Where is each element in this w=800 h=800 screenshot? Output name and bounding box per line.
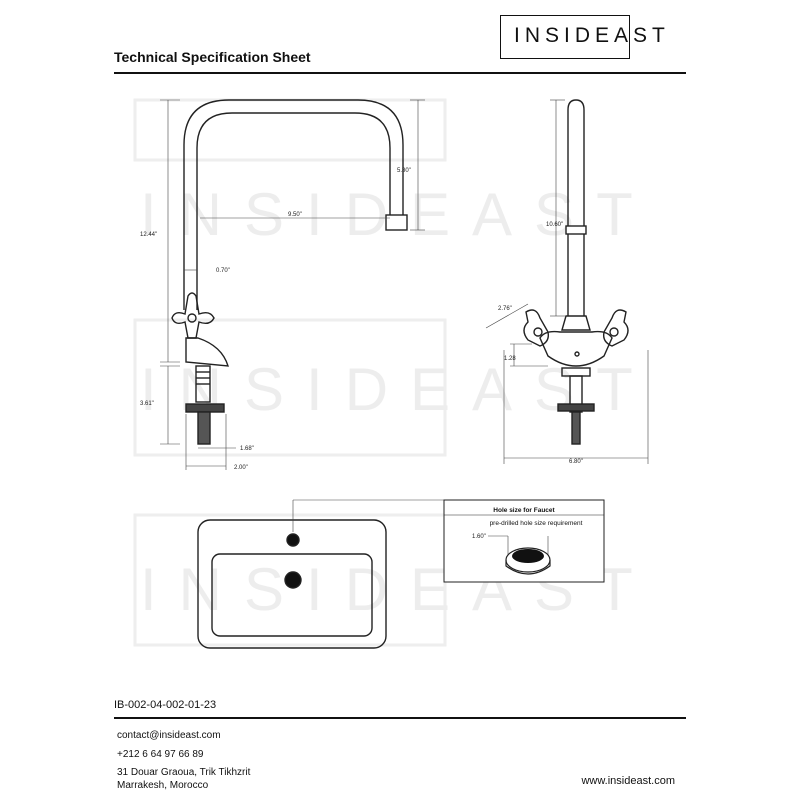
side-dimension-labels: 10.60" 2.76" 1.28 6.80" bbox=[498, 222, 583, 465]
side-dimensions bbox=[485, 99, 649, 464]
dim-label-neck-diameter: 0.70" bbox=[216, 268, 230, 274]
side-left-handle bbox=[523, 309, 550, 347]
side-supply bbox=[571, 411, 581, 445]
side-right-handle bbox=[602, 309, 629, 347]
side-left-handle-cap bbox=[533, 327, 543, 337]
spout-inner-outline bbox=[196, 112, 391, 310]
drain-hole bbox=[284, 571, 302, 589]
dim-label-handle-length: 2.76" bbox=[498, 306, 512, 312]
page-title: Technical Specification Sheet bbox=[114, 49, 311, 65]
mounting-nut bbox=[185, 403, 225, 413]
side-body bbox=[539, 330, 613, 367]
dim-label-shank-diameter: 1.68" bbox=[240, 446, 254, 452]
sink-top-view bbox=[197, 499, 444, 649]
side-hub bbox=[561, 315, 591, 331]
brand-logo-frame bbox=[500, 15, 630, 59]
contact-address-line1: 31 Douar Graoua, Trik Tikhzrit bbox=[117, 767, 251, 778]
dim-line-handle-length bbox=[485, 303, 529, 329]
faucet-hole bbox=[286, 533, 300, 547]
front-dimension-labels: 9.50" 5.80" 12.44" 0.70" 3.61" 1.68" 2.0… bbox=[140, 168, 411, 471]
side-collar bbox=[565, 225, 587, 235]
brand-logo: INSIDEAST bbox=[514, 24, 670, 47]
handle-cap bbox=[187, 313, 197, 323]
front-dimensions bbox=[160, 99, 425, 470]
document-id: IB-002-04-002-01-23 bbox=[114, 699, 217, 711]
hole-size-subtitle: pre-drilled hole size requirement bbox=[490, 520, 583, 527]
sink-basin bbox=[211, 553, 373, 637]
watermark-frame bbox=[133, 98, 447, 162]
supply-stem bbox=[197, 411, 211, 445]
dim-label-side-height: 10.60" bbox=[546, 222, 563, 228]
dim-label-handle-height: 1.28 bbox=[504, 356, 516, 362]
header-divider bbox=[114, 72, 686, 74]
faucet-body bbox=[185, 337, 229, 367]
sink-outer-rim bbox=[197, 519, 387, 649]
hole-size-callout: Hole size for Faucet pre-drilled hole si… bbox=[443, 499, 605, 583]
hole-size-title: Hole size for Faucet bbox=[493, 507, 555, 514]
contact-email: contact@insideast.com bbox=[117, 730, 221, 741]
contact-phone: +212 6 64 97 66 89 bbox=[117, 749, 204, 760]
website-link: www.insideast.com bbox=[581, 775, 675, 787]
dim-label-spout-drop: 5.80" bbox=[397, 168, 411, 174]
side-body-dot bbox=[574, 351, 580, 357]
side-nut bbox=[557, 403, 595, 412]
side-spout bbox=[567, 99, 585, 316]
spout-outer-outline bbox=[183, 99, 404, 310]
spout-tip bbox=[385, 214, 408, 231]
faucet-side-view bbox=[523, 99, 629, 445]
side-right-handle-cap bbox=[609, 327, 619, 337]
contact-address-line2: Marrakesh, Morocco bbox=[117, 780, 209, 791]
footer-divider bbox=[114, 717, 686, 719]
dim-label-spout-reach: 9.50" bbox=[288, 212, 302, 218]
hole-ring-wall bbox=[505, 560, 551, 575]
hole-opening bbox=[512, 549, 544, 563]
hole-size-diameter-label: 1.60" bbox=[472, 534, 486, 540]
watermark-frame bbox=[133, 318, 447, 457]
faucet-front-view bbox=[171, 99, 408, 445]
cross-handle bbox=[171, 292, 215, 339]
dim-label-shank-length: 3.61" bbox=[140, 401, 154, 407]
dim-label-overall-width: 6.80" bbox=[569, 459, 583, 465]
dim-label-base-width: 2.00" bbox=[234, 465, 248, 471]
dim-label-total-height: 12.44" bbox=[140, 232, 157, 238]
